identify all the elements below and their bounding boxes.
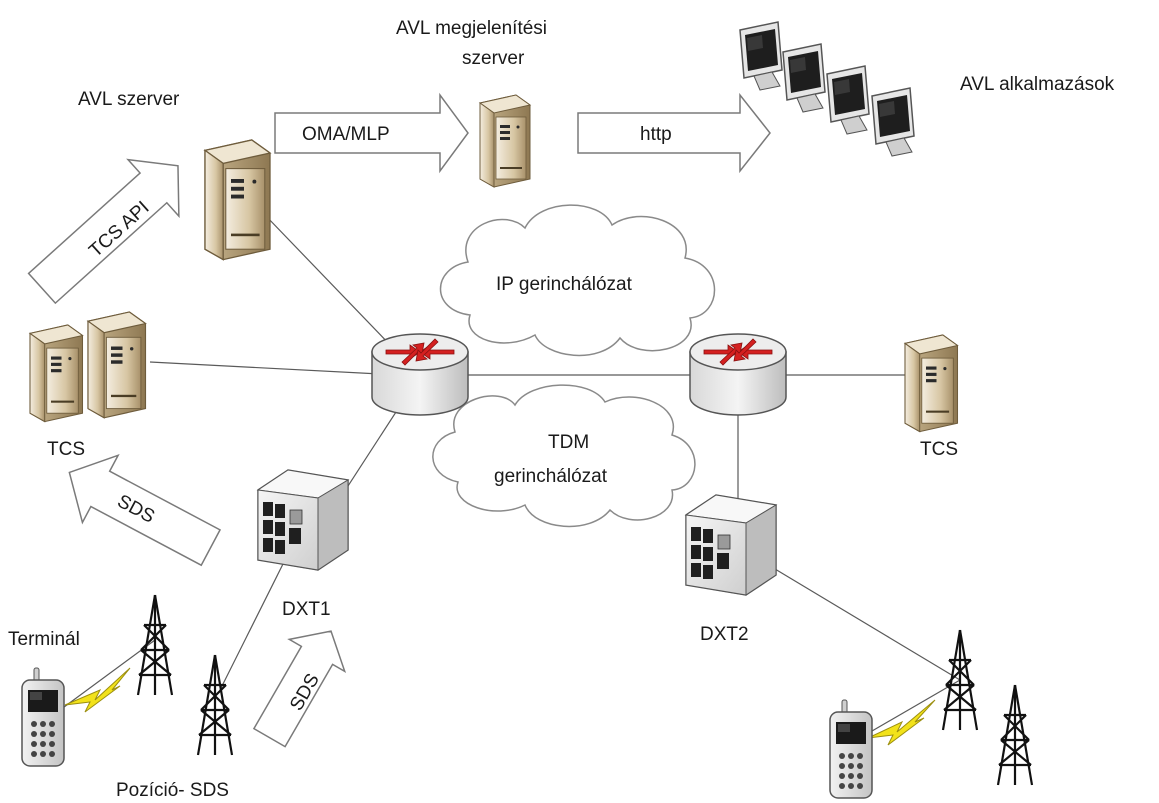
avl-server-icon [204, 139, 271, 261]
dxt1-label: DXT1 [282, 599, 331, 620]
arrow-http [577, 92, 771, 174]
monitor-icon-3 [826, 65, 870, 135]
router-icon-right [689, 333, 787, 416]
lightning-icon-right [867, 699, 936, 746]
tdm-label-1: TDM [548, 432, 589, 453]
avl-server-label: AVL szerver [78, 89, 180, 110]
arrow-tcs-api [27, 158, 180, 305]
tdm-backbone-cloud [432, 384, 696, 528]
arrows [27, 92, 771, 748]
arrow-sds-bottom [252, 630, 347, 748]
tcs-left-label: TCS [47, 439, 85, 460]
dxt1-switch-icon [257, 469, 349, 571]
monitor-icon-1 [739, 21, 783, 91]
link-tcs-router [149, 361, 381, 375]
link-dxt2-tower [759, 559, 961, 681]
lightning-icon-left [64, 667, 131, 713]
phone-icon-left [21, 667, 65, 767]
cloud-icon [439, 204, 716, 357]
ip-backbone-label: IP gerinchálózat [496, 274, 633, 295]
router-icon-left [371, 333, 469, 416]
tower-icon-right-1 [941, 628, 979, 732]
phone-icon-right [829, 699, 873, 799]
dxt2-label: DXT2 [700, 624, 749, 645]
tcs-left-server-icon-2 [87, 311, 147, 419]
position-sds-label: Pozíció- SDS [116, 780, 229, 801]
oma-mlp-label: OMA/MLP [302, 124, 390, 145]
tower-icon-left-1 [136, 593, 174, 697]
terminal-label: Terminál [8, 629, 80, 650]
tower-icon-right-2 [996, 683, 1034, 787]
tcs-right-label: TCS [920, 439, 958, 460]
arrow-sds-left [68, 453, 222, 567]
avl-display-server-label-2: szerver [462, 48, 525, 69]
monitor-icon-4 [871, 87, 915, 157]
cloud-icon [432, 384, 696, 528]
link-tower-phone-left [59, 639, 156, 711]
tcs-right-server-icon [904, 334, 959, 433]
avl-apps-label: AVL alkalmazások [960, 74, 1115, 95]
http-label: http [640, 124, 672, 145]
tower-icon-left-2 [196, 653, 234, 757]
link-tower-phone-right [859, 679, 961, 739]
tdm-label-2: gerinchálózat [494, 466, 608, 487]
avl-display-server-label-1: AVL megjelenítési [396, 18, 547, 39]
avl-display-server-icon [479, 94, 531, 188]
monitor-icon-2 [782, 43, 826, 113]
ip-backbone-cloud [439, 204, 716, 357]
tcs-left-server-icon-1 [29, 324, 84, 423]
link-avl-server-router [264, 214, 396, 351]
arrow-oma-mlp [274, 92, 469, 174]
dxt2-switch-icon [685, 494, 777, 596]
